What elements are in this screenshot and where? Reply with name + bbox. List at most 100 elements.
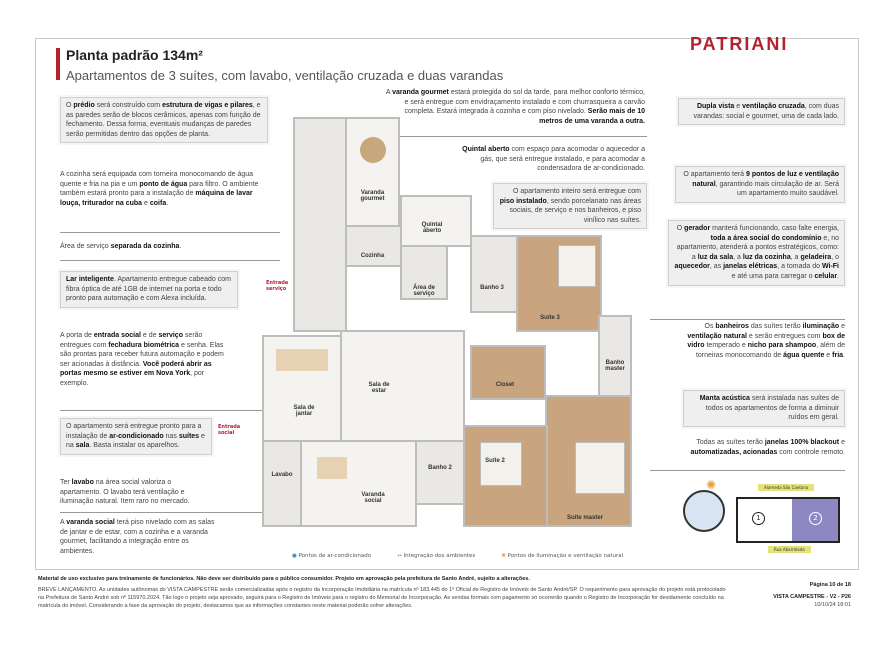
room-varanda-gourmet	[345, 117, 400, 227]
note-text: e até uma para carregar o	[731, 272, 815, 280]
note-text: temperado e	[704, 342, 748, 350]
note-text: , a	[733, 253, 743, 261]
note-text: e	[824, 351, 833, 359]
note-text: A	[385, 89, 393, 96]
room-area-servico	[400, 245, 448, 300]
note-manta-acustica: Manta acústica será instalada nas suítes…	[683, 390, 845, 427]
note-text: .	[166, 199, 169, 207]
note-text: , além de torneiras monocomando de	[695, 342, 845, 359]
note-text: e	[839, 439, 845, 446]
note-piso: O apartamento inteiro será entregue com …	[493, 183, 647, 230]
label-suite-master: Suíte master	[566, 515, 603, 521]
room-closet	[470, 345, 546, 400]
highlight-text: entrada social	[93, 332, 141, 339]
note-text: Os	[704, 323, 716, 330]
note-text: .	[179, 243, 182, 250]
highlight-text: geladeira	[800, 253, 832, 261]
highlight-text: máquina de lavar louça, triturador na cu…	[60, 190, 253, 207]
note-lavabo: Ter lavabo na área social valoriza o apa…	[60, 478, 210, 507]
note-quintal: Quintal aberto com espaço para acomodar …	[450, 145, 645, 174]
ac-point-icon: ●	[292, 553, 297, 559]
highlight-text: Lar inteligente	[66, 276, 114, 283]
bed-icon	[558, 245, 596, 287]
document-id: VISTA CAMPESTRE - V2 - P26	[773, 594, 851, 600]
highlight-text: ventilação natural	[687, 332, 747, 340]
note-text: , garantindo mais circulação de ar. Será…	[715, 180, 839, 198]
integration-arrow-icon: ↔	[397, 553, 402, 559]
label-suite-2: Suíte 2	[485, 458, 505, 464]
street-label: Alameda São Caetano	[758, 484, 815, 491]
street-label: Rua Abarrelada	[768, 546, 811, 553]
note-varanda-gourmet: A varanda gourmet estará protegida do so…	[385, 88, 645, 126]
highlight-text: box de vidro	[687, 332, 845, 350]
divider	[60, 512, 280, 513]
highlight-text: gerador	[684, 225, 711, 232]
label-varanda-gourmet: Varanda gourmet	[360, 190, 385, 202]
compass-icon	[683, 490, 725, 532]
highlight-text: ar-condicionado	[109, 432, 164, 440]
highlight-text: fria	[832, 351, 844, 359]
note-text: e senha. Elas são prontas para receber f…	[60, 341, 224, 368]
room-sala-jantar	[262, 335, 342, 442]
note-lar-inteligente: Lar inteligente. Apartamento entregue ca…	[60, 271, 238, 308]
highlight-text: toda a área social do condomínio	[710, 234, 822, 242]
legend-integration: ↔ Integração dos ambientes	[397, 553, 476, 559]
highlight-text: celular	[814, 272, 838, 280]
note-text: A cozinha será equipada com torneira mon…	[60, 171, 254, 188]
room-banho-2	[415, 440, 465, 505]
note-text: e	[734, 103, 743, 110]
footer-disclaimer: Material de uso exclusivo para treinamen…	[38, 576, 530, 582]
highlight-text: janelas 100% blackout	[764, 439, 840, 446]
highlight-text: coifa	[149, 199, 167, 207]
highlight-text: água quente	[783, 351, 825, 359]
highlight-text: serviço	[158, 332, 183, 339]
divider	[60, 410, 270, 411]
page-number: Página 10 de 18	[809, 582, 851, 588]
highlight-text: suítes	[178, 432, 200, 440]
page-frame	[35, 38, 859, 570]
note-text: na área social valoriza o apartamento. O…	[60, 479, 190, 506]
label-area-servico: Área de serviço	[412, 285, 435, 297]
legend-ac: ● Pontos de ar-condicionado	[292, 553, 372, 559]
note-pontos-luz: O apartamento terá 9 pontos de luz e ven…	[675, 166, 845, 203]
divider	[650, 319, 845, 320]
label-banho-3: Banho 3	[480, 285, 504, 291]
note-text: , as	[709, 263, 724, 271]
footer-legal: BREVE LANÇAMENTO. As unidades autônomas …	[38, 587, 726, 609]
highlight-text: 9 pontos de luz e ventilação natural	[692, 171, 839, 188]
highlight-text: nicho para shampoo	[747, 342, 817, 350]
label-cozinha: Cozinha	[360, 253, 385, 259]
note-text: Área de serviço	[60, 243, 111, 250]
highlight-text: Wi-Fi	[821, 263, 839, 271]
highlight-text: separada da cozinha	[110, 243, 180, 250]
highlight-text: varanda social	[66, 519, 115, 526]
note-varanda-social: A varanda social terá piso nivelado com …	[60, 518, 220, 556]
note-text: O	[66, 102, 74, 109]
note-text: estará protegida do sol da tarde, para m…	[404, 89, 645, 116]
label-sala-jantar: Sala de jantar	[293, 405, 315, 417]
highlight-text: luz da sala	[697, 253, 734, 261]
note-text: , com duas varandas: social e gourmet, u…	[693, 103, 839, 120]
note-text: Ter	[60, 479, 72, 486]
highlight-text: estrutura de vigas e pilares	[162, 102, 253, 109]
table-icon	[360, 137, 386, 163]
label-banho-2: Banho 2	[428, 465, 452, 471]
highlight-text: piso instalado	[499, 197, 547, 205]
note-text: , a	[790, 253, 801, 261]
note-text: , e as paredes serão de blocos cerâmicos…	[66, 102, 261, 138]
label-lavabo: Lavabo	[271, 472, 293, 478]
note-text: e, no apartamento, atenderá a pontos est…	[676, 234, 839, 261]
note-text: , sendo porcelanato nas áreas sociais, d…	[509, 197, 641, 224]
label-closet: Closet	[495, 382, 515, 388]
note-text: .	[837, 272, 839, 280]
note-servico: Área de serviço separada da cozinha.	[60, 242, 265, 252]
site-plan: 1 2	[736, 497, 840, 543]
highlight-text: iluminação	[802, 323, 840, 330]
highlight-text: ponto de água	[139, 180, 188, 188]
room-banho-3	[470, 235, 518, 313]
note-text: O apartamento inteiro será entregue com	[512, 188, 641, 195]
note-text: será instalada nas suítes de todos os ap…	[705, 395, 839, 422]
highlight-text: lavabo	[71, 479, 94, 486]
note-janelas: Todas as suítes terão janelas 100% black…	[670, 438, 845, 457]
divider	[60, 260, 280, 261]
